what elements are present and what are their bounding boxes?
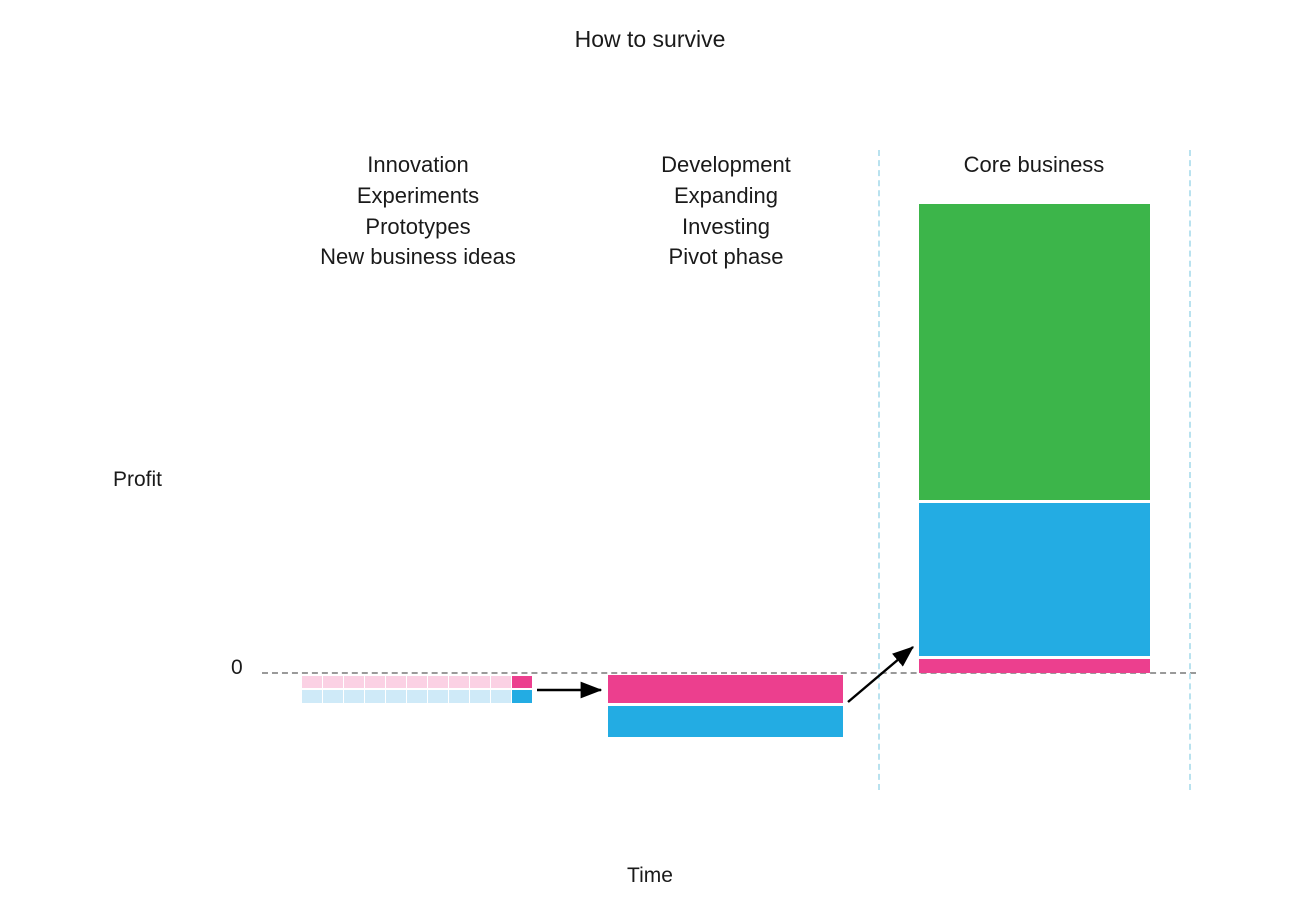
experiment-cell-revenue bbox=[302, 676, 322, 688]
experiment-cell-revenue bbox=[512, 676, 532, 688]
experiment-cell-cost bbox=[491, 690, 511, 703]
experiment-cell-revenue bbox=[323, 676, 343, 688]
experiment-cell-revenue bbox=[344, 676, 364, 688]
phase-divider-left bbox=[878, 150, 880, 790]
experiment-cell-cost bbox=[449, 690, 469, 703]
zero-tick-label: 0 bbox=[231, 656, 243, 679]
experiment-cell-cost bbox=[365, 690, 385, 703]
experiment-cell-revenue bbox=[470, 676, 490, 688]
core-business-bar-revenue bbox=[919, 503, 1150, 656]
phase-label-line: Prototypes bbox=[365, 213, 471, 239]
y-axis-label: Profit bbox=[113, 468, 163, 491]
development-bar-cost bbox=[608, 706, 843, 737]
phase-label-development: Development Expanding Investing Pivot ph… bbox=[586, 150, 866, 273]
phase-label-line: Development bbox=[661, 152, 791, 177]
experiment-cell-revenue bbox=[449, 676, 469, 688]
experiment-cell-revenue bbox=[365, 676, 385, 688]
experiment-cell-cost bbox=[512, 690, 532, 703]
core-business-bar-cost bbox=[919, 659, 1150, 673]
experiment-cell-cost bbox=[323, 690, 343, 703]
phase-label-core-business: Core business bbox=[894, 150, 1174, 181]
experiment-cell-cost bbox=[428, 690, 448, 703]
phase-label-line: Expanding bbox=[674, 182, 778, 208]
phase-label-line: Experiments bbox=[356, 182, 480, 208]
phase-label-line: Innovation bbox=[367, 152, 469, 177]
phase-divider-right bbox=[1189, 150, 1191, 790]
zero-baseline bbox=[262, 672, 1196, 674]
experiment-cell-revenue bbox=[407, 676, 427, 688]
experiment-cell-cost bbox=[470, 690, 490, 703]
core-business-bar-profit bbox=[919, 204, 1150, 500]
chart-title: How to survive bbox=[574, 26, 726, 52]
experiment-cell-cost bbox=[302, 690, 322, 703]
development-bar-revenue bbox=[608, 675, 843, 703]
experiment-cell-revenue bbox=[386, 676, 406, 688]
phase-label-line: Investing bbox=[681, 213, 771, 239]
phase-label-line: Core business bbox=[963, 152, 1105, 177]
phase-label-innovation: Innovation Experiments Prototypes New bu… bbox=[268, 150, 568, 273]
experiment-cell-revenue bbox=[428, 676, 448, 688]
experiment-cell-cost bbox=[407, 690, 427, 703]
experiment-cell-revenue bbox=[491, 676, 511, 688]
phase-label-line: New business ideas bbox=[320, 244, 516, 270]
x-axis-label: Time bbox=[627, 864, 673, 887]
experiment-cell-cost bbox=[344, 690, 364, 703]
arrow-development-to-core bbox=[847, 646, 914, 703]
phase-label-line: Pivot phase bbox=[668, 244, 784, 270]
experiment-cell-cost bbox=[386, 690, 406, 703]
